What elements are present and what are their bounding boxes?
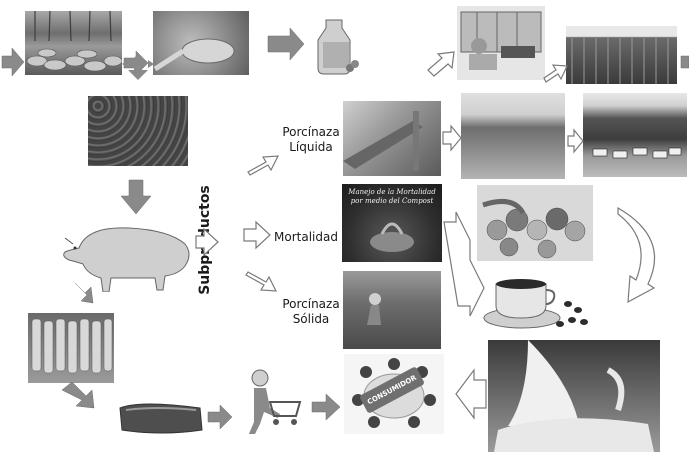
arrow-compost-to-food: [444, 212, 484, 316]
arrow-to-solid: [246, 272, 276, 291]
arrow-corn-field-right: [681, 56, 689, 68]
arrow-pasture-to-cattle: [568, 130, 583, 152]
arrow-start-to-corn: [2, 48, 24, 76]
arrow-meat-to-shopper: [208, 405, 232, 429]
arrow-to-liquid: [248, 156, 278, 175]
arrow-pellets-to-pig: [121, 180, 151, 214]
arrow-pig-to-carcass: [75, 283, 93, 303]
arrow-to-mortality: [244, 222, 270, 248]
arrow-fruit-to-coffee-curve: [618, 208, 655, 302]
arrow-seeds-to-oil: [268, 28, 304, 60]
arrow-pig-to-subproducts: [196, 229, 218, 255]
arrow-oil-to-shop: [428, 52, 454, 76]
arrow-carcass-to-meat: [62, 382, 94, 408]
arrow-milk-to-consumers: [456, 370, 486, 418]
arrow-shop-to-cornfield: [544, 65, 567, 82]
arrow-shopper-to-consumers: [312, 394, 340, 420]
arrow-liquid-to-pasture: [443, 126, 461, 150]
